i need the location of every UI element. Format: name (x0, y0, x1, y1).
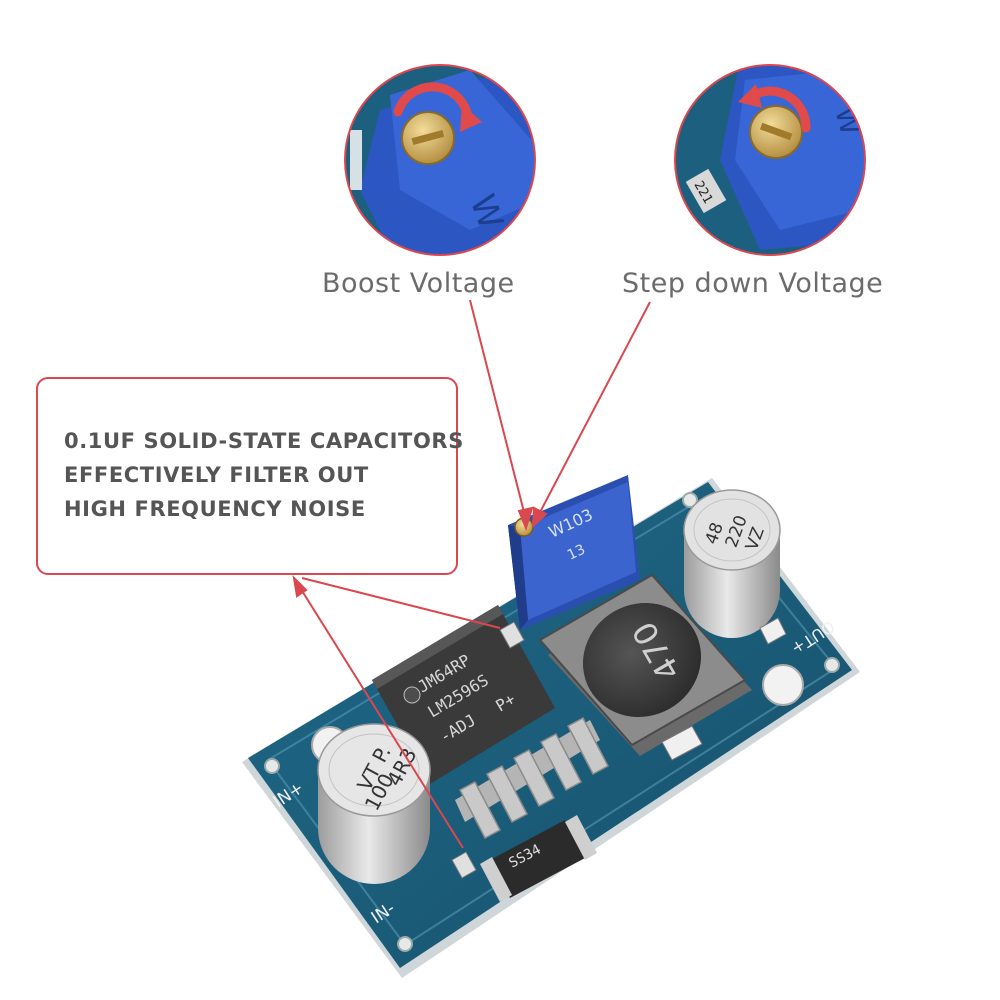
input-capacitor: 100 VT P. 4R3 (317, 723, 431, 884)
pot-mark-2: 13 (565, 542, 588, 564)
leader-lines (292, 299, 651, 849)
schottky-diode: SS34 (480, 815, 597, 902)
boost-voltage-label: Boost Voltage (322, 268, 515, 299)
buck-converter-board: IN+ IN- OUT+ JM64RP LM2596S -ADJ P+ (242, 475, 860, 978)
output-capacitor: 48 220 VZ (683, 489, 781, 638)
power-inductor: 470 (538, 573, 752, 756)
lm2596-ic: JM64RP LM2596S -ADJ P+ (372, 605, 610, 840)
step-down-zoom-circle: W 221 (674, 64, 866, 256)
capacitor-note-box: 0.1UF SOLID-STATE CAPACITORS EFFECTIVELY… (36, 377, 463, 575)
step-down-voltage-label: Step down Voltage (622, 268, 884, 299)
note-line-3: HIGH FREQUENCY NOISE (64, 497, 366, 521)
note-line-1: 0.1UF SOLID-STATE CAPACITORS (64, 429, 464, 453)
note-line-2: EFFECTIVELY FILTER OUT (64, 463, 369, 487)
boost-zoom-circle: W (344, 64, 536, 256)
